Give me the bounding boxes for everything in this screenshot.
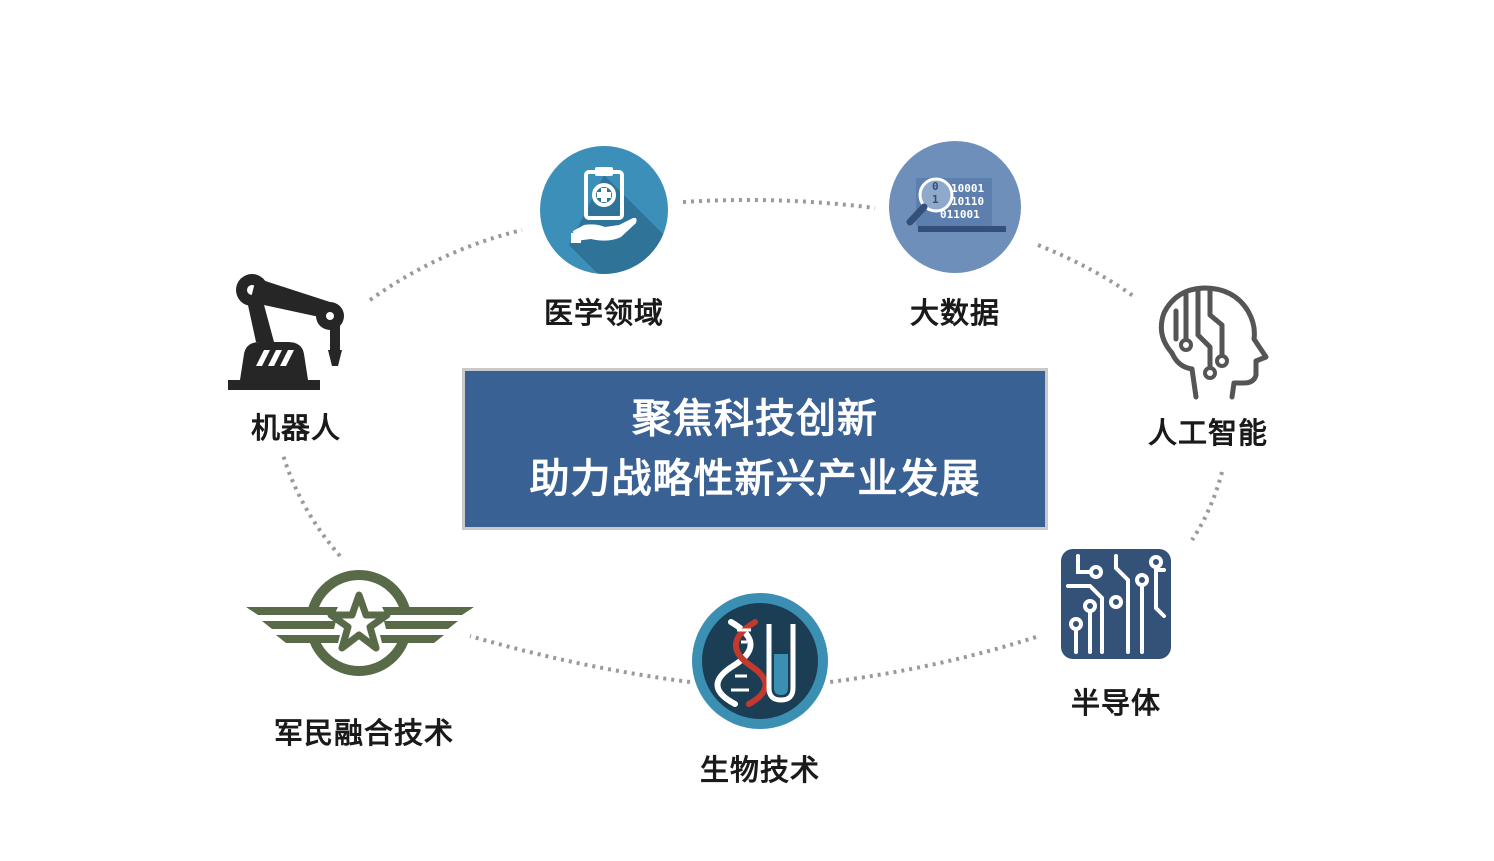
node-label-semiconductor: 半导体 <box>1070 686 1162 720</box>
connector-robot-medical <box>368 228 523 302</box>
dna-test-tube-icon <box>692 593 828 729</box>
data-digits-row-3: 011001 <box>940 208 980 221</box>
medical-clipboard-hand-icon <box>540 146 668 274</box>
node-label-ai: 人工智能 <box>1147 416 1269 450</box>
circuit-chip-icon <box>1061 549 1171 659</box>
connector-bigdata-ai <box>1037 243 1138 300</box>
robot-arm-icon <box>228 274 344 390</box>
ai-head-circuit-icon <box>1158 285 1269 400</box>
connector-medical-bigdata <box>682 198 876 210</box>
node-label-robot: 机器人 <box>250 411 342 445</box>
data-digits-row-2: 10110 <box>951 195 984 208</box>
node-label-military: 军民融合技术 <box>273 716 455 750</box>
node-label-bigdata: 大数据 <box>909 296 1001 330</box>
connector-semiconductor-biotech <box>829 635 1037 684</box>
connector-biotech-military <box>469 634 691 684</box>
center-title-line-1: 聚焦科技创新 <box>632 396 878 442</box>
center-title-box: 聚焦科技创新 助力战略性新兴产业发展 <box>462 368 1048 530</box>
lens-digit-2: 1 <box>932 193 939 206</box>
data-digits-row-1: 10001 <box>951 182 984 195</box>
connector-ai-semiconductor <box>1190 471 1224 542</box>
winged-star-emblem-icon <box>246 570 474 676</box>
data-magnifier-laptop-icon: 10001 10110 011001 0 1 <box>889 141 1021 273</box>
node-label-biotech: 生物技术 <box>699 753 821 787</box>
node-label-medical: 医学领域 <box>543 296 665 330</box>
center-title-line-2: 助力战略性新兴产业发展 <box>529 456 981 502</box>
connector-military-robot <box>281 454 342 558</box>
lens-digit-1: 0 <box>932 180 939 193</box>
